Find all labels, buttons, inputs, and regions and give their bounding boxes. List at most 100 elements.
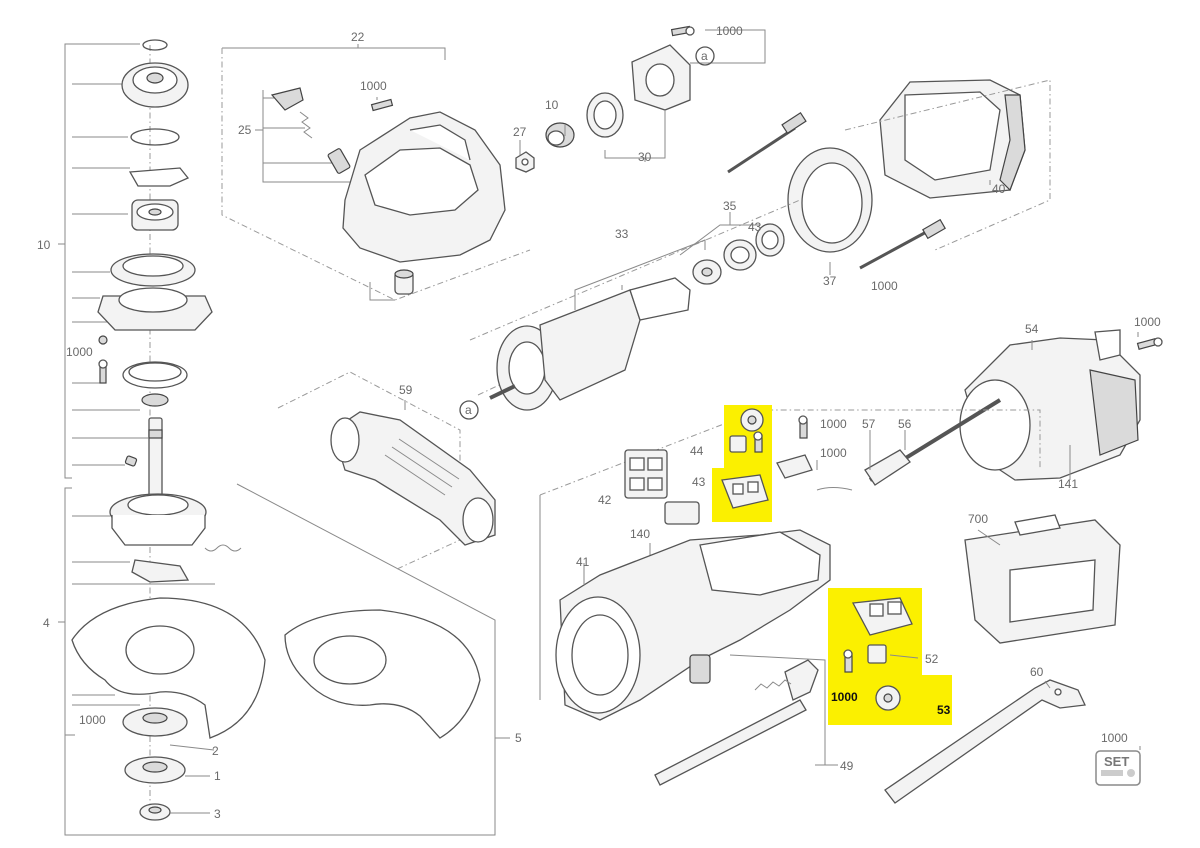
switch-42: [624, 449, 668, 499]
label-2: 2: [212, 744, 219, 758]
motor-housing-54: [959, 329, 1141, 481]
wheel-guard-left: [71, 597, 266, 739]
label-22: 22: [351, 30, 365, 44]
label-1000-top: 1000: [716, 24, 743, 38]
armature-33: [489, 277, 691, 411]
label-1000-low: 1000: [79, 713, 106, 727]
label-52: 52: [925, 652, 939, 666]
highlight-region-bottom: [828, 588, 952, 725]
backing-flange: [122, 707, 188, 737]
bearing-30: [586, 92, 624, 138]
capacitor-140: [664, 501, 700, 525]
cord-56: [864, 398, 1002, 486]
small-screw-left: [98, 335, 108, 384]
washer-35: [692, 259, 722, 285]
label-1000-57: 1000: [820, 446, 847, 460]
side-handle-59: [330, 411, 496, 546]
label-5: 5: [515, 731, 522, 745]
retaining-ring-top: [142, 39, 168, 51]
highlight-brush-holder-bottom: [828, 588, 952, 725]
label-leaders: [65, 125, 1141, 814]
label-57: 57: [862, 417, 876, 431]
bearing-plate: [128, 167, 190, 187]
label-140: 140: [630, 527, 650, 541]
label-1000-54: 1000: [1134, 315, 1161, 329]
label-30: 30: [638, 150, 652, 164]
label-4: 4: [43, 616, 50, 630]
hex-nut-27: [515, 151, 535, 173]
highlight-brush-holder-top: [712, 405, 772, 522]
guard-frame: [236, 483, 510, 740]
bevel-gear: [121, 62, 189, 108]
label-10-top: 10: [545, 98, 559, 112]
label-10-left: 10: [37, 238, 51, 252]
label-1000-left: 1000: [66, 345, 93, 359]
label-33: 33: [615, 227, 629, 241]
screw-1000-44: [798, 415, 808, 439]
label-1000-22: 1000: [360, 79, 387, 93]
gear-housing: [342, 111, 506, 263]
bearing-43: [755, 223, 785, 257]
label-44: 44: [690, 444, 704, 458]
spanner-nut: [139, 803, 171, 821]
pin-wrench-60: [884, 679, 1086, 804]
spindle-washer: [141, 393, 169, 407]
switch-rod-49: [654, 659, 819, 786]
flange-30: [631, 44, 691, 111]
cord-clamp-57: [776, 454, 853, 491]
label-27: 27: [513, 125, 527, 139]
label-25: 25: [238, 123, 252, 137]
label-700: 700: [968, 512, 988, 526]
spindle: [124, 417, 163, 501]
label-a-mid: a: [465, 403, 472, 417]
fan-baffle-37: [787, 147, 873, 253]
label-56: 56: [898, 417, 912, 431]
ref-a-mid: [459, 400, 479, 420]
label-35: 35: [723, 199, 737, 213]
carry-case-700: [964, 514, 1121, 644]
circlip: [130, 128, 180, 146]
label-1000-37: 1000: [871, 279, 898, 293]
label-59: 59: [399, 383, 413, 397]
needle-bearing: [394, 269, 414, 295]
bearing-35: [723, 239, 757, 271]
screw-1000-top: [670, 25, 695, 37]
label-49: 49: [840, 759, 854, 773]
screw-1000-54: [1136, 337, 1163, 350]
spindle-lock-disc: [109, 493, 207, 546]
label-1000-44: 1000: [820, 417, 847, 431]
ref-a-top: [695, 46, 715, 66]
label-53: 53: [937, 703, 951, 717]
label-40: 40: [992, 182, 1006, 196]
label-3: 3: [214, 807, 221, 821]
label-141: 141: [1058, 477, 1078, 491]
label-43: 43: [692, 475, 706, 489]
set-badge-text: SET: [1104, 754, 1129, 769]
spindle-lock-button: [131, 544, 242, 583]
long-screw-bottom: [859, 218, 946, 270]
lever-spring-set: [270, 87, 351, 174]
label-54: 54: [1025, 322, 1039, 336]
label-41: 41: [576, 555, 590, 569]
ball-bearing-left: [131, 199, 179, 231]
gear-housing-frame: [221, 44, 531, 301]
label-42: 42: [598, 493, 612, 507]
set-badge: [1095, 750, 1141, 786]
long-screw-top: [727, 111, 807, 174]
bearing-plug-10: [545, 122, 575, 148]
motor-housing-41: [555, 529, 831, 721]
label-1000-set: 1000: [1101, 731, 1128, 745]
label-a-top: a: [701, 49, 708, 63]
wheel-guard-5: [284, 609, 481, 739]
stator-40: [879, 79, 1026, 199]
label-37: 37: [823, 274, 837, 288]
label-1: 1: [214, 769, 221, 783]
label-1000-52: 1000: [831, 690, 858, 704]
sealing-ring: [122, 361, 188, 389]
screw-1000-22: [370, 98, 394, 112]
clamping-nut: [124, 756, 186, 784]
label-60: 60: [1030, 665, 1044, 679]
label-43-right: 43: [748, 220, 762, 234]
bearing-flange: [97, 253, 213, 331]
